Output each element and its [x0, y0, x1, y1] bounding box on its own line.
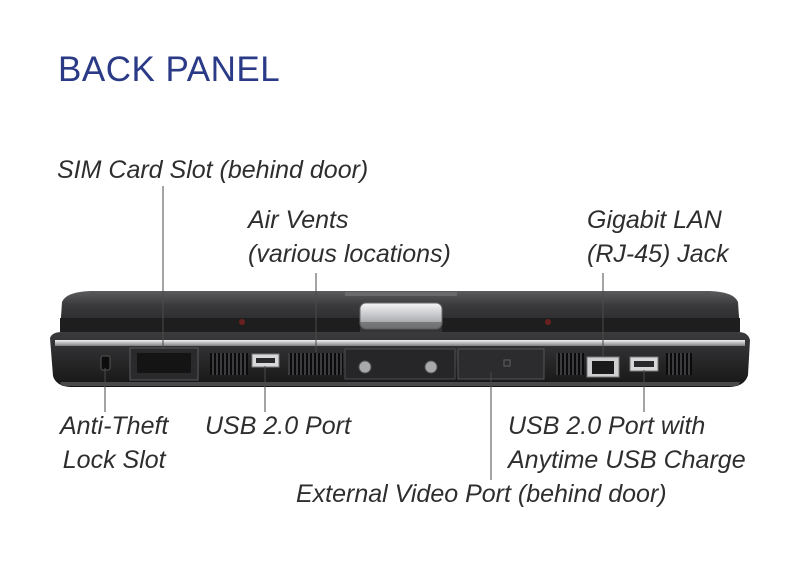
anti-theft-slot: [100, 355, 111, 371]
video-port-door: [457, 348, 545, 380]
air-vent-left: [210, 353, 248, 375]
label-air-vents: Air Vents (various locations): [248, 203, 451, 271]
air-vent-right-1: [556, 353, 584, 375]
label-gigabit-lan: Gigabit LAN (RJ-45) Jack: [587, 203, 729, 271]
label-usb-charge-line2: Anytime USB Charge: [508, 446, 746, 474]
callout-lines: [104, 186, 645, 480]
air-vent-center: [288, 353, 343, 375]
video-screw-left: [358, 360, 372, 374]
laptop-base: [50, 332, 750, 387]
label-external-video-port: External Video Port (behind door): [296, 480, 667, 508]
label-air-vents-line1: Air Vents: [248, 206, 349, 234]
label-air-vents-line2: (various locations): [248, 240, 451, 268]
label-usb-charge-port: USB 2.0 Port with Anytime USB Charge: [508, 409, 746, 477]
page-title: BACK PANEL: [58, 50, 281, 89]
label-usb-port: USB 2.0 Port: [205, 412, 351, 440]
label-lan-line2: (RJ-45) Jack: [587, 240, 729, 268]
label-anti-theft-line2: Lock Slot: [62, 446, 166, 474]
label-lan-line1: Gigabit LAN: [587, 206, 722, 234]
air-vent-right-2: [666, 353, 692, 375]
video-screw-right: [424, 360, 438, 374]
swivel-hinge: [359, 302, 443, 332]
label-anti-theft-line1: Anti-Theft: [60, 412, 169, 440]
label-usb-charge-line1: USB 2.0 Port with: [508, 412, 706, 440]
label-sim-card-slot: SIM Card Slot (behind door): [57, 156, 369, 184]
label-anti-theft-lock: Anti-Theft Lock Slot: [60, 409, 168, 477]
